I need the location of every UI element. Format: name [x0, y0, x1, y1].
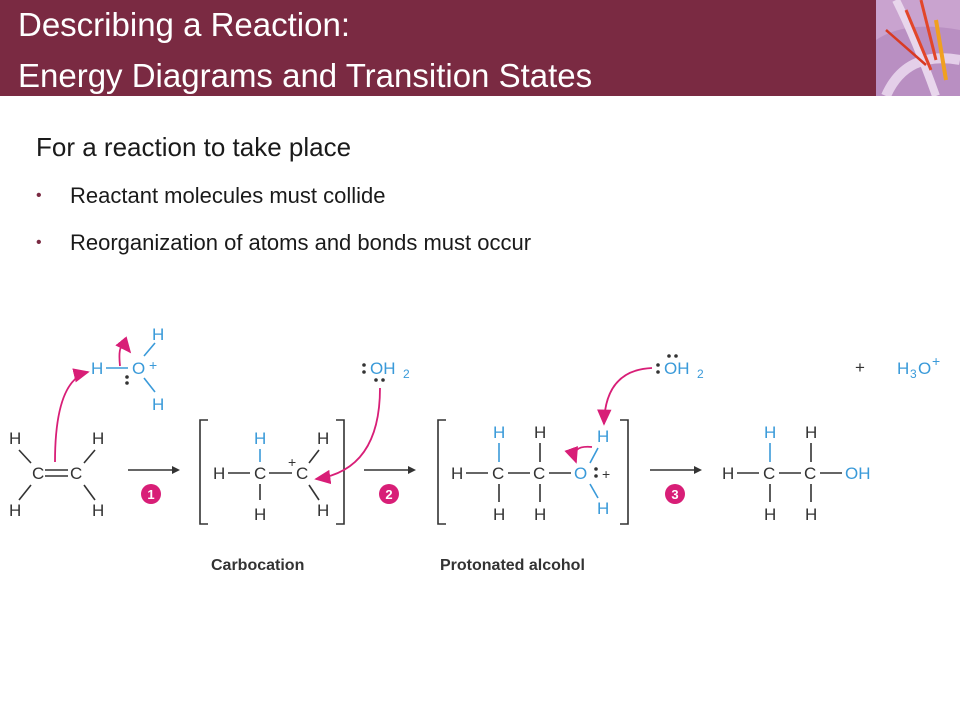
hydronium-product: H 3 O + — [897, 353, 940, 381]
atom-c: C — [32, 464, 44, 483]
water-molecule: OH 2 — [362, 359, 410, 382]
atom-c: C — [804, 464, 816, 483]
atom-h: H — [9, 429, 21, 448]
atom-h: H — [805, 505, 817, 524]
bullet-item: • Reorganization of atoms and bonds must … — [36, 230, 531, 256]
subscript-2: 2 — [403, 367, 410, 381]
subscript-2: 2 — [697, 367, 704, 381]
ethene-molecule: H H C C H H — [9, 429, 104, 520]
atom-h: H — [91, 359, 103, 378]
title-bar: Describing a Reaction: Energy Diagrams a… — [0, 0, 876, 96]
atom-c: C — [492, 464, 504, 483]
atom-h: H — [722, 464, 734, 483]
protonated-alcohol-intermediate: H C H H C H H O + H H — [437, 419, 629, 525]
charge-plus: + — [149, 357, 157, 373]
atom-h: H — [764, 423, 776, 442]
atom-h: H — [597, 499, 609, 518]
subscript-3: 3 — [910, 367, 917, 381]
atom-c: C — [533, 464, 545, 483]
slide-title-line-2: Energy Diagrams and Transition States — [18, 57, 593, 94]
ethanol-molecule: H C H H C H H OH — [722, 423, 871, 524]
atom-h: H — [534, 505, 546, 524]
atom-c: C — [296, 464, 308, 483]
atom-h: H — [254, 429, 266, 448]
atom-h: H — [534, 423, 546, 442]
atom-o: O — [918, 359, 931, 378]
atom-oh: OH — [845, 464, 871, 483]
curved-arrow — [597, 367, 653, 426]
hydronium-ion: H O + H H — [91, 325, 164, 414]
bullet-dot-icon: • — [36, 187, 42, 204]
charge-plus: + — [602, 466, 610, 482]
atom-h: H — [451, 464, 463, 483]
atom-h: H — [213, 464, 225, 483]
atom-h: H — [805, 423, 817, 442]
saffron-flower-image — [876, 0, 960, 96]
water-molecule: OH 2 — [656, 354, 704, 381]
protonated-alcohol-label: Protonated alcohol — [440, 557, 585, 574]
curved-arrow — [115, 336, 132, 367]
charge-plus: + — [932, 353, 940, 369]
step-badge: 3 — [665, 484, 685, 504]
step-badge: 2 — [379, 484, 399, 504]
atom-h: H — [254, 505, 266, 524]
atom-h: H — [897, 359, 909, 378]
atom-oh: OH — [370, 359, 396, 378]
bullet-text: Reactant molecules must collide — [70, 183, 386, 208]
atom-h: H — [92, 429, 104, 448]
curved-arrow — [564, 445, 593, 464]
atom-h: H — [597, 427, 609, 446]
hydration-mechanism-diagram: H O + H H H H C C H H 1 H C H — [9, 325, 940, 574]
curved-arrow — [54, 368, 90, 463]
atom-o: O — [132, 359, 145, 378]
atom-h: H — [152, 325, 164, 344]
atom-h: H — [317, 429, 329, 448]
atom-c: C — [254, 464, 266, 483]
bullet-dot-icon: • — [36, 234, 42, 251]
carbocation-label: Carbocation — [211, 557, 304, 574]
atom-h: H — [9, 501, 21, 520]
svg-text:2: 2 — [385, 487, 392, 502]
plus-sign: + — [855, 358, 865, 377]
step-badge: 1 — [141, 484, 161, 504]
atom-o: O — [574, 464, 587, 483]
slide-title-line-1: Describing a Reaction: — [18, 6, 350, 43]
bullet-text: Reorganization of atoms and bonds must o… — [70, 230, 532, 255]
atom-h: H — [152, 395, 164, 414]
atom-c: C — [763, 464, 775, 483]
atom-h: H — [493, 423, 505, 442]
atom-oh: OH — [664, 359, 690, 378]
atom-h: H — [764, 505, 776, 524]
bullet-heading: For a reaction to take place — [36, 132, 352, 162]
atom-h: H — [92, 501, 104, 520]
bullet-item: • Reactant molecules must collide — [36, 183, 385, 209]
atom-h: H — [493, 505, 505, 524]
charge-plus: + — [288, 454, 296, 470]
svg-text:1: 1 — [147, 487, 154, 502]
svg-text:3: 3 — [671, 487, 678, 502]
atom-c: C — [70, 464, 82, 483]
curved-arrow — [314, 387, 381, 485]
atom-h: H — [317, 501, 329, 520]
carbocation-intermediate: H C H H + C H H — [199, 419, 345, 525]
